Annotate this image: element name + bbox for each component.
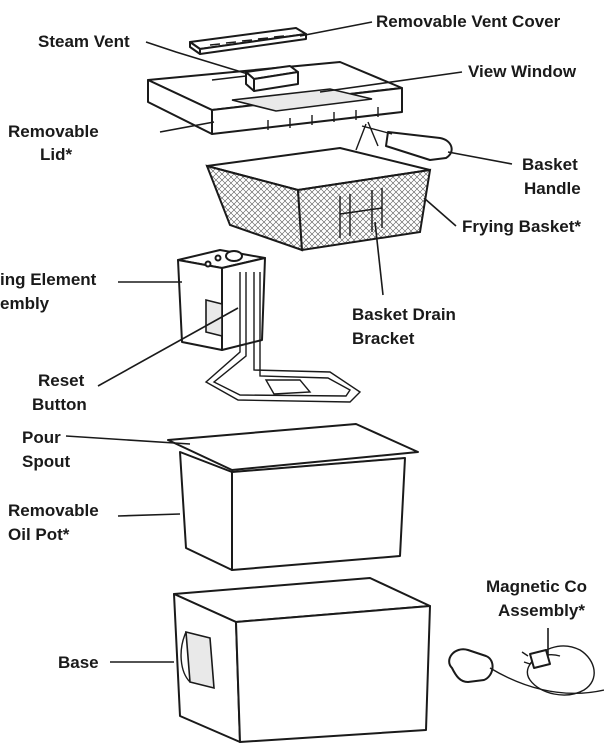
label-basket-handle-1: Basket (522, 155, 578, 174)
heating-element-part (177, 249, 362, 403)
base-part (173, 577, 431, 743)
label-pour-spout-2: Spout (22, 452, 70, 471)
label-pour-spout-1: Pour (22, 428, 61, 447)
label-reset-button-1: Reset (38, 371, 85, 390)
oil-pot-part (167, 423, 419, 571)
label-removable-lid-2: Lid* (40, 145, 72, 164)
label-frying-basket: Frying Basket* (462, 217, 581, 236)
label-base: Base (58, 653, 99, 672)
frying-basket-part (205, 121, 453, 252)
label-magnetic-cord-1: Magnetic Co (486, 577, 587, 596)
label-removable-lid-1: Removable (8, 122, 99, 141)
leader-lines (65, 21, 549, 663)
label-heating-element-2: embly (0, 294, 50, 313)
label-basket-drain-bracket-1: Basket Drain (352, 305, 456, 324)
lid-part (147, 61, 403, 135)
label-removable-oil-pot-1: Removable (8, 501, 99, 520)
label-steam-vent: Steam Vent (38, 32, 130, 51)
label-reset-button-2: Button (32, 395, 87, 414)
vent-cover-part (189, 27, 307, 55)
label-basket-drain-bracket-2: Bracket (352, 329, 415, 348)
label-magnetic-cord-2: Assembly* (498, 601, 585, 620)
label-basket-handle-2: Handle (524, 179, 581, 198)
label-view-window: View Window (468, 62, 577, 81)
label-removable-oil-pot-2: Oil Pot* (8, 525, 70, 544)
label-removable-vent-cover: Removable Vent Cover (376, 12, 561, 31)
labels: Removable Vent Cover Steam Vent View Win… (0, 12, 587, 672)
label-heating-element-1: ing Element (0, 270, 97, 289)
magnetic-cord-part (448, 645, 604, 696)
